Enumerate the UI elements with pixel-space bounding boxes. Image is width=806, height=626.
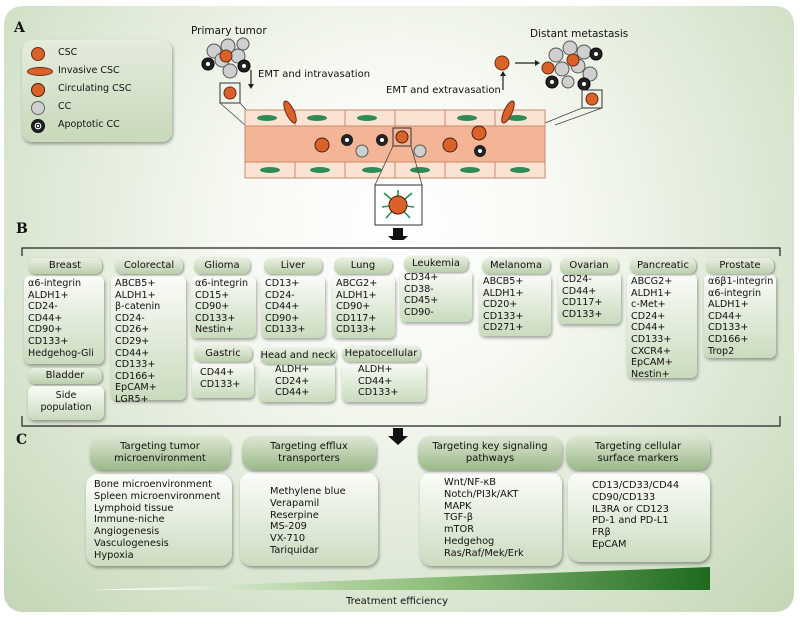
metastasis-arrow-head (535, 60, 540, 66)
panel-gastric: CD44+CD133+ (192, 362, 254, 398)
csc-icon (31, 47, 45, 61)
primary-tumor-label: Primary tumor (191, 25, 267, 37)
header-head-and-neck: Head and neck (260, 348, 336, 364)
metastasis-cluster (541, 40, 603, 91)
header-leukemia: Leukemia (404, 256, 468, 272)
cc-icon (31, 101, 45, 115)
header-hepatocellular: Hepatocellular (342, 346, 420, 362)
down-arrow-a-to-b (388, 228, 408, 240)
legend: CSC Invasive CSC Circulating CSC CC Apop… (22, 40, 172, 142)
header-signaling-pathways: Targeting key signaling pathways (418, 436, 562, 470)
intravasation-arrow-head (248, 84, 254, 89)
header-efflux-transporters: Targeting efflux transporters (242, 436, 376, 470)
header-ovarian: Ovarian (560, 258, 618, 274)
header-gastric: Gastric (194, 346, 252, 362)
treatment-efficiency-label: Treatment efficiency (346, 596, 449, 607)
header-pancreatic: Pancreatic (630, 258, 696, 274)
invasive-csc-icon (27, 67, 53, 76)
primary-tumor-cluster (201, 37, 251, 79)
section-c-label: C (16, 432, 28, 448)
panel-leukemia: CD34+CD38- CD45+CD90- (400, 270, 472, 322)
panel-ovarian: CD24-CD44+ CD117+CD133+ (558, 272, 621, 324)
section-a-label: A (14, 20, 25, 36)
header-melanoma: Melanoma (482, 258, 550, 274)
panel-hepatocellular: ALDH+CD44+ CD133+ (342, 362, 426, 402)
apoptotic-cc-icon (31, 119, 45, 133)
emt-extravasation-label: EMT and extravasation (386, 85, 501, 96)
distant-metastasis-label: Distant metastasis (530, 28, 629, 40)
blood-vessel (244, 100, 546, 179)
metastasis-zoom-box (581, 89, 603, 109)
panel-head-and-neck: ALDH+CD24+ CD44+ (259, 362, 335, 402)
migrating-csc-cell (494, 55, 510, 71)
circulating-csc-detail (381, 190, 415, 219)
extravasation-arrow-head (500, 71, 506, 76)
header-bladder: Bladder (28, 368, 102, 384)
header-colorectal: Colorectal (115, 258, 183, 274)
section-b-label: B (16, 221, 28, 237)
emt-intravasation-label: EMT and intravasation (258, 69, 371, 80)
header-liver: Liver (264, 258, 322, 274)
panel-lung: ABCG2+ALDH1+ CD90+CD117+ CD133+ (332, 276, 395, 338)
panel-liver: CD13+CD24- CD44+CD90+ CD133+ (261, 276, 325, 338)
down-arrow-b-to-c (388, 428, 408, 445)
metastasis-illustration (201, 37, 603, 240)
primary-zoom-box (219, 82, 241, 104)
panel-melanoma: ABCB5+ALDH1+ CD20+CD133+ CD271+ (479, 274, 551, 336)
header-tumor-microenvironment: Targeting tumor microenvironment (90, 436, 230, 470)
header-breast: Breast (28, 258, 102, 274)
header-lung: Lung (334, 258, 392, 274)
header-prostate: Prostate (706, 258, 774, 274)
header-glioma: Glioma (194, 258, 250, 274)
header-surface-markers: Targeting cellular surface markers (566, 436, 710, 470)
circulating-csc-icon (31, 83, 45, 97)
panel-pancreatic: ABCG2+ALDH1+ c-Met+CD24+ CD44+CD133+ CXC… (627, 274, 697, 380)
